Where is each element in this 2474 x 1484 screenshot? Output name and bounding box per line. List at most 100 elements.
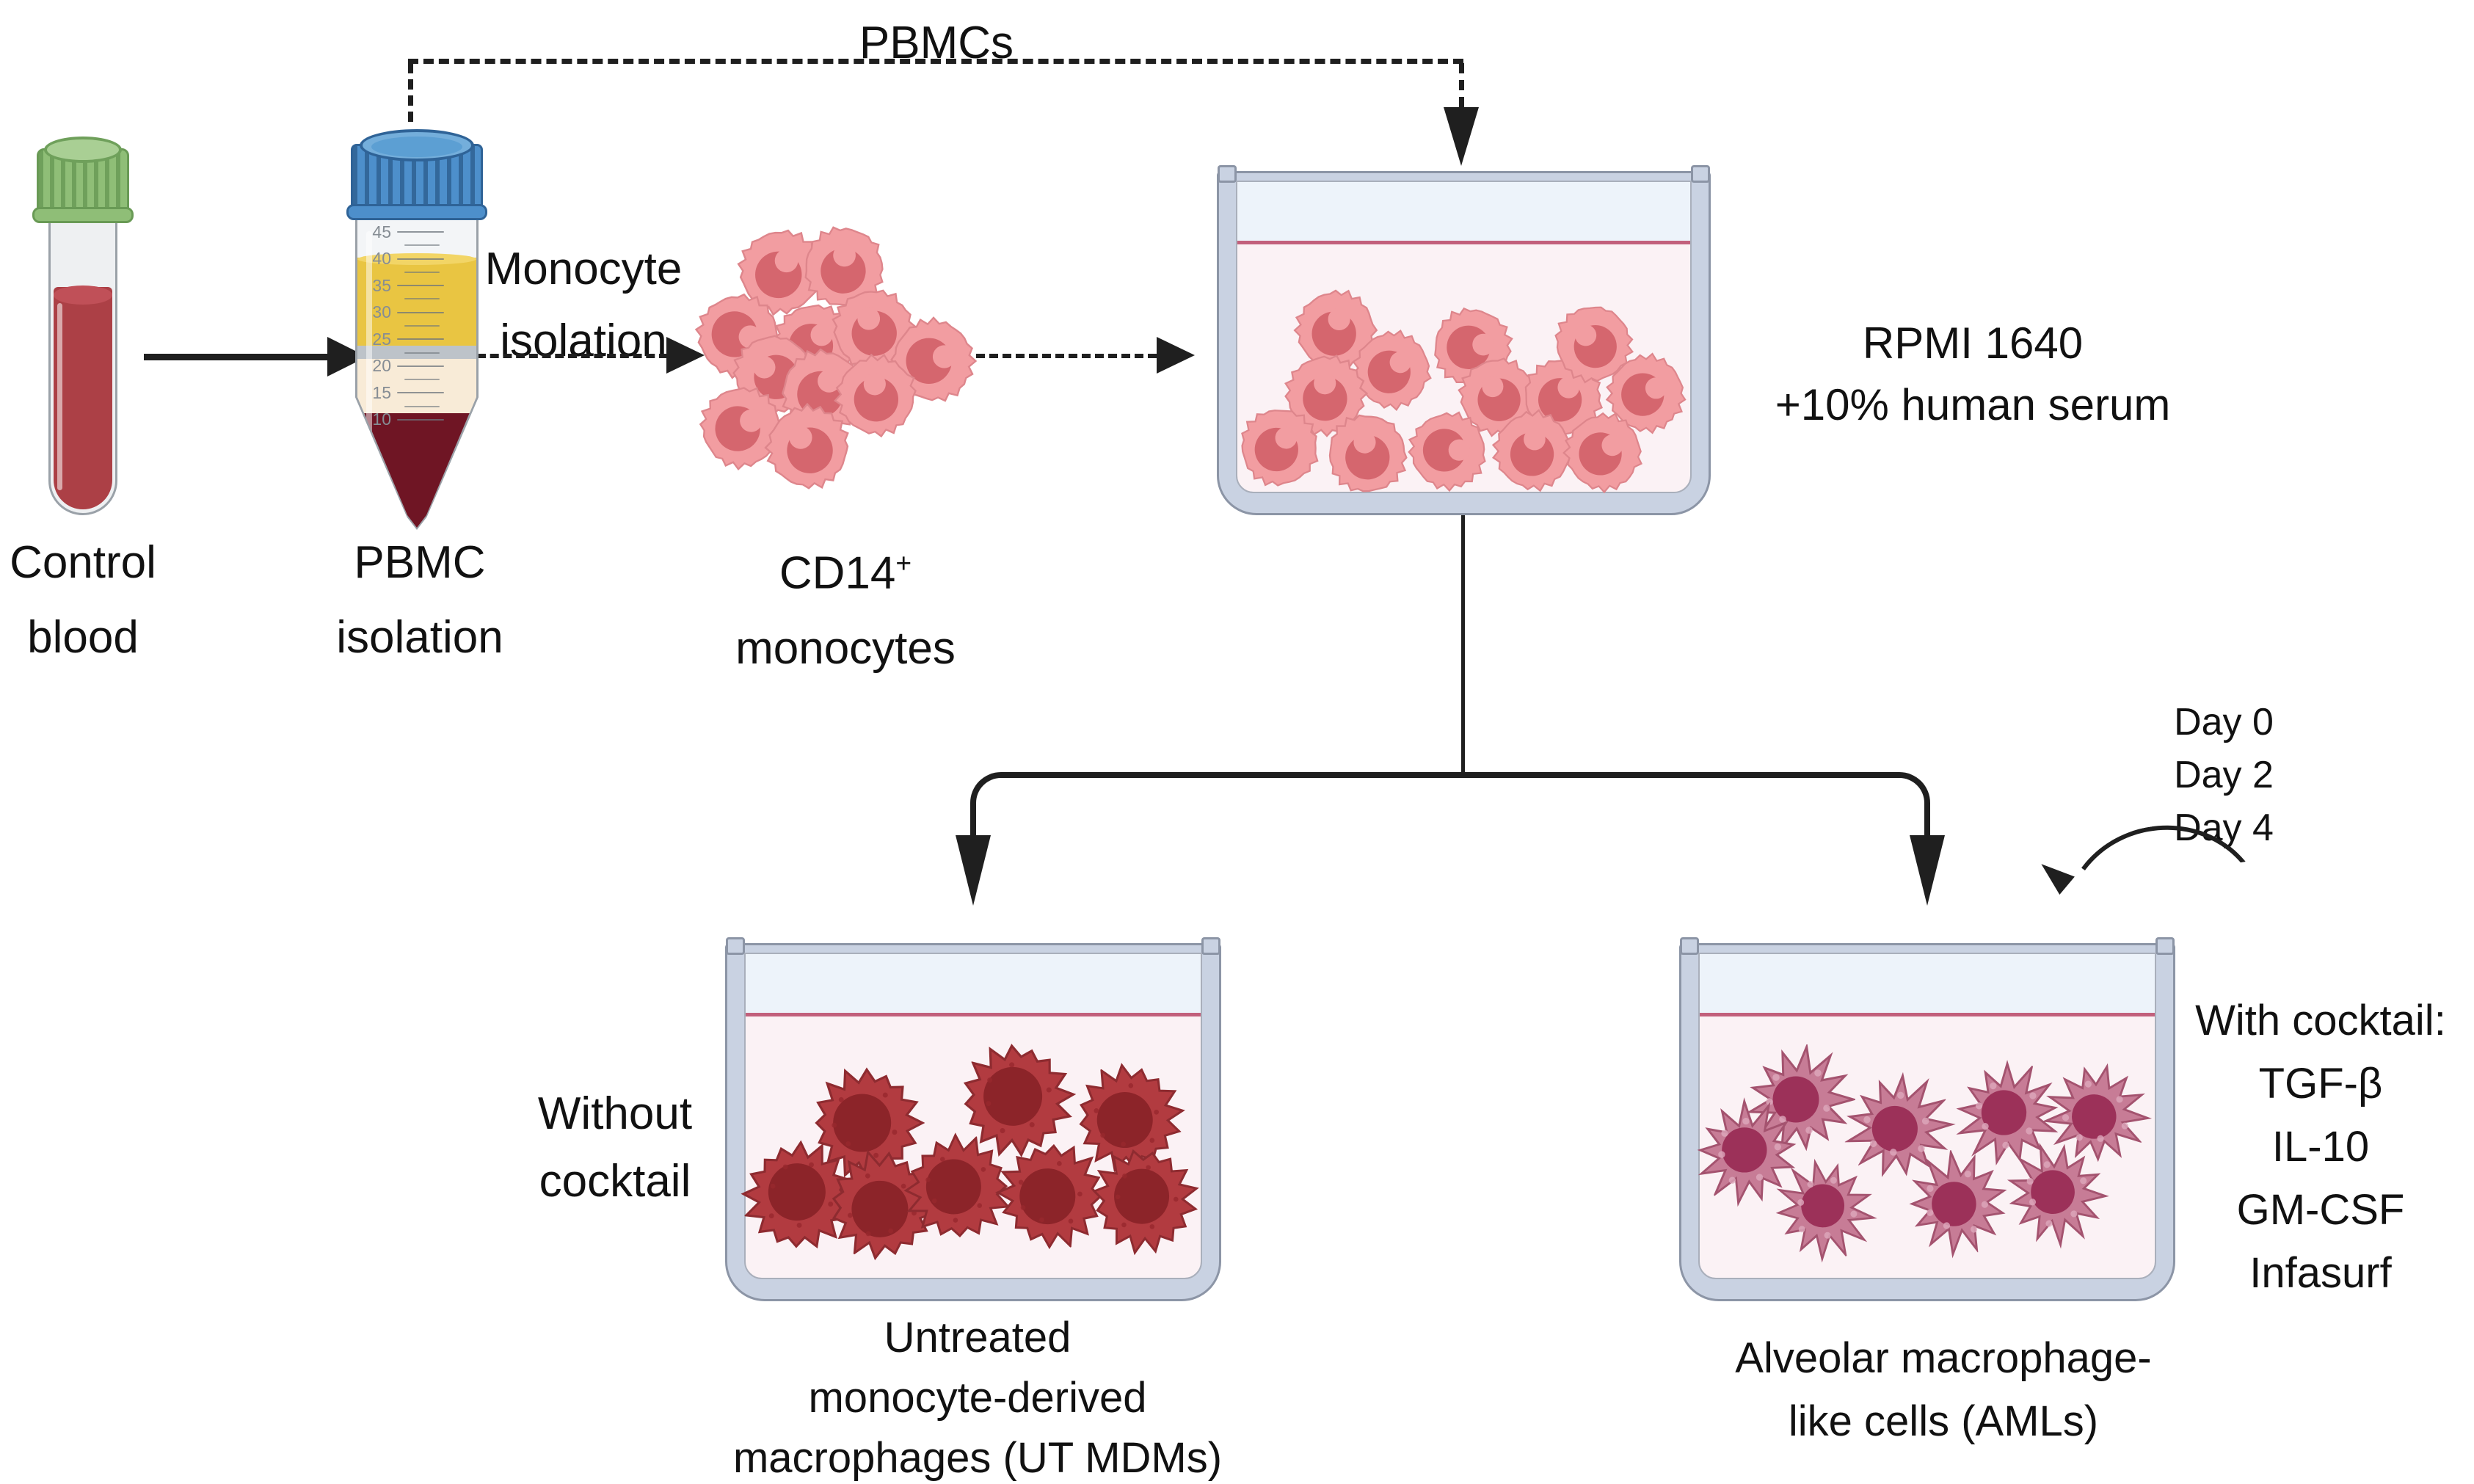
tube-graduation-major: 20 <box>365 356 453 375</box>
cell-aml <box>2023 1039 2172 1188</box>
tube-graduation-number: 40 <box>372 249 391 269</box>
cell-monocyte <box>680 366 802 488</box>
tube-graduation-major: 10 <box>365 410 453 429</box>
arrow-blood-to-pbmc-line <box>144 354 329 360</box>
cocktail-tgfb: TGF-β <box>2258 1060 2383 1107</box>
tube-graduation-number: 25 <box>372 329 391 349</box>
glass-highlight <box>366 231 372 473</box>
cell-mdm <box>1068 1124 1221 1277</box>
cell-monocyte <box>1440 338 1556 454</box>
tube-graduation-major: 30 <box>365 302 453 321</box>
dish-aml-cells <box>1679 943 2175 1301</box>
pbmc-isolation-line1: PBMC <box>354 537 486 588</box>
cell-aml <box>1745 1044 1855 1154</box>
cocktail-gmcsf: GM-CSF <box>2236 1186 2405 1234</box>
culture-dish-monocytes <box>1217 165 1711 515</box>
dish-wall-tab <box>1680 937 1699 955</box>
dish-monocyte-cells <box>1217 171 1711 515</box>
cell-mdm <box>887 1118 1028 1259</box>
pbmc-route-line-right <box>1459 63 1464 107</box>
ut-mdms-line2: monocyte-derived <box>808 1374 1147 1422</box>
cd14-base: CD14 <box>779 548 896 599</box>
cell-monocyte <box>1271 341 1380 450</box>
tube-graduation-major: 25 <box>365 330 453 349</box>
culture-dish-ut-mdms <box>725 937 1221 1301</box>
without-cocktail-label: Without cocktail <box>538 1080 692 1215</box>
tube-graduation-line <box>404 271 440 273</box>
day4-text: Day 4 <box>2174 807 2274 849</box>
tube-graduation-line <box>397 231 444 233</box>
cell-monocyte <box>1588 335 1704 451</box>
pbmc-route-line-left <box>408 63 413 122</box>
blood-tube-cap-top <box>44 137 122 163</box>
tube-graduation-number: 20 <box>372 356 391 376</box>
amls-label: Alveolar macrophage- like cells (AMLs) <box>1735 1327 2151 1453</box>
cell-monocyte <box>1546 395 1661 509</box>
day2-text: Day 2 <box>2174 754 2274 796</box>
with-cocktail-title: With cocktail: <box>2195 997 2446 1044</box>
tube-graduation-minor <box>365 241 453 250</box>
arrowhead-down-icon <box>1444 107 1479 166</box>
arrowhead-right-icon <box>1157 337 1195 374</box>
branch-stem-line <box>1461 515 1465 775</box>
rpmi-line2: +10% human serum <box>1775 380 2171 429</box>
cell-monocyte <box>1485 402 1582 499</box>
cell-monocyte <box>1395 398 1501 503</box>
tube-graduation-number: 30 <box>372 302 391 322</box>
tube-graduation-number: 45 <box>372 222 391 241</box>
dish-wall-tab <box>726 937 745 955</box>
blood-tube-cap-flange <box>32 207 134 223</box>
tube-graduation-minor <box>365 321 453 330</box>
tube-graduation-line <box>397 285 444 287</box>
dish-wall-tab <box>1691 165 1710 183</box>
ut-mdms-line1: Untreated <box>884 1314 1072 1361</box>
dish-air-gap <box>746 954 1201 1016</box>
amls-line1: Alveolar macrophage- <box>1735 1334 2152 1382</box>
falcon-cap-flange <box>346 204 487 220</box>
control-blood-line1: Control <box>10 537 156 588</box>
cocktail-infasurf: Infasurf <box>2249 1249 2392 1297</box>
tube-graduation-line <box>397 365 444 367</box>
cell-aml <box>1985 1123 2128 1265</box>
branch-connector <box>970 772 1930 838</box>
with-cocktail-label: With cocktail: TGF-β IL-10 GM-CSF Infasu… <box>2195 989 2446 1305</box>
dashed-arrow-monocyte-line <box>477 354 668 358</box>
day-schedule-label: Day 0 Day 2 Day 4 <box>2174 696 2274 854</box>
tube-graduation-minor <box>365 375 453 384</box>
cd14-line1: CD14+ <box>735 525 956 611</box>
pbmc-isolation-label: PBMC isolation <box>336 525 503 675</box>
tube-graduation-minor <box>365 349 453 357</box>
rpmi-label: RPMI 1640 +10% human serum <box>1775 313 2171 436</box>
tube-graduation-line <box>404 324 440 327</box>
cell-monocyte <box>791 214 898 321</box>
tube-graduation-major: 15 <box>365 383 453 402</box>
dish-mdm-cells <box>725 943 1221 1301</box>
cell-monocyte <box>1309 396 1425 512</box>
culture-dish-amls <box>1679 937 2175 1301</box>
dish-wall-tab <box>1201 937 1220 955</box>
tube-graduation-line <box>397 311 444 313</box>
monocyte-isolation-line1: Monocyte <box>484 244 683 294</box>
cd14-monocytes-label: CD14+ monocytes <box>735 525 956 686</box>
dashed-arrow-dish-line <box>976 354 1157 358</box>
cd14-line2: monocytes <box>735 622 956 674</box>
tube-graduation-number: 15 <box>372 382 391 402</box>
cell-monocyte <box>1226 393 1333 501</box>
blood-surface <box>54 285 112 305</box>
cell-aml <box>1893 1138 2023 1267</box>
cell-aml <box>1756 1141 1893 1278</box>
tube-graduation-line <box>397 418 444 421</box>
tube-graduation-line <box>397 258 444 260</box>
tube-graduation-number: 35 <box>372 275 391 295</box>
dish-air-gap <box>1700 954 2155 1016</box>
amls-line2: like cells (AMLs) <box>1788 1397 2099 1445</box>
tube-graduation-number: 10 <box>372 410 391 429</box>
ficoll-layer <box>357 359 476 413</box>
cell-mdm <box>934 1016 1099 1182</box>
tube-graduation-line <box>404 405 440 407</box>
tube-graduation-line <box>397 338 444 341</box>
arrowhead-down-icon <box>956 835 991 906</box>
tube-graduation-minor <box>365 402 453 411</box>
